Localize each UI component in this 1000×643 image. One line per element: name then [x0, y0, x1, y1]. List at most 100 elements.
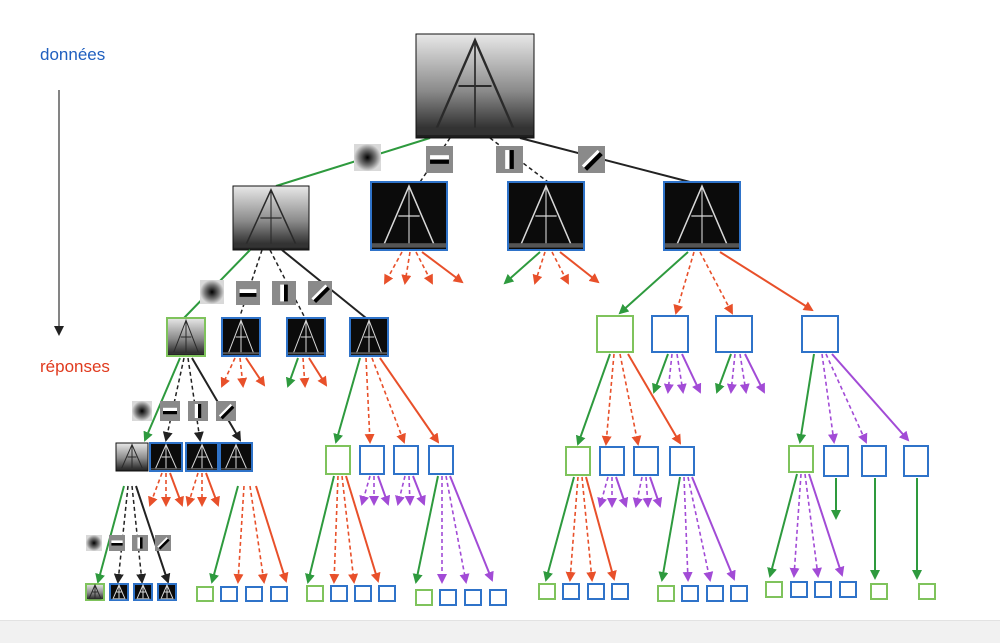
node-lowpass-box: [566, 447, 590, 475]
tree-edge: [720, 252, 812, 310]
node-highpass-box: [670, 447, 694, 475]
leaf-lowpass-box: [919, 584, 935, 599]
leaf-highpass-box: [815, 582, 831, 597]
tree-edge: [546, 477, 574, 580]
tree-edge: [731, 354, 735, 392]
tree-edge: [770, 474, 797, 576]
node-highpass-box: [802, 316, 838, 352]
tree-edge: [192, 358, 240, 440]
tree-edge: [385, 252, 402, 283]
node-highpass-box: [904, 446, 928, 476]
tree-edge: [308, 476, 334, 582]
vertical-bar-filter-icon: [188, 401, 208, 421]
tree-edge: [654, 354, 668, 392]
node-highpass-box: [600, 447, 624, 475]
tree-edge: [405, 252, 410, 283]
blur-dot-filter-icon: [354, 144, 381, 171]
tree-edge: [222, 358, 235, 386]
leaf-highpass-box: [791, 582, 807, 597]
eiffel-tower-photo-icon: [233, 186, 309, 250]
leaf-highpass-box: [331, 586, 347, 601]
tree-edge: [745, 354, 764, 392]
eiffel-tower-photo-icon: [287, 318, 325, 356]
horizontal-bar-filter-icon: [109, 535, 125, 551]
leaf-lowpass-box: [658, 586, 674, 601]
tree-edge: [422, 252, 462, 282]
leaf-highpass-box: [563, 584, 579, 599]
tree-edge: [662, 477, 680, 580]
tree-edge: [342, 476, 354, 582]
node-lowpass-box: [326, 446, 350, 474]
horizontal-bar-filter-icon: [426, 146, 453, 173]
tree-edge-lowpass: [98, 486, 124, 582]
eiffel-tower-photo-icon: [86, 584, 104, 600]
tree-edge: [505, 252, 540, 283]
tree-edge: [288, 358, 298, 386]
tree-edge: [570, 477, 578, 580]
tree-edge: [240, 358, 243, 386]
diagonal-bar-filter-icon: [216, 401, 236, 421]
vertical-bar-filter-icon: [496, 146, 523, 173]
eiffel-tower-photo-icon: [134, 584, 152, 600]
tree-edge: [677, 354, 683, 392]
leaf-lowpass-box: [416, 590, 432, 605]
leaf-highpass-box: [840, 582, 856, 597]
tree-edge: [646, 477, 648, 506]
tree-edge: [206, 473, 218, 505]
tree-edge: [409, 476, 410, 504]
horizontal-bar-filter-icon: [236, 281, 260, 305]
eiffel-tower-photo-icon: [167, 318, 205, 356]
eiffel-tower-photo-icon: [222, 318, 260, 356]
leaf-lowpass-box: [871, 584, 887, 599]
tree-edge: [362, 476, 370, 504]
tree-edge: [150, 473, 162, 505]
tree-edge: [256, 486, 286, 581]
tree-edge: [188, 473, 198, 505]
leaf-highpass-box: [612, 584, 628, 599]
tree-edge: [616, 477, 626, 506]
tree-edge: [303, 358, 305, 386]
leaf-highpass-box: [682, 586, 698, 601]
node-highpass-box: [429, 446, 453, 474]
node-lowpass-box: [597, 316, 633, 352]
node-highpass-box: [360, 446, 384, 474]
leaf-lowpass-box: [766, 582, 782, 597]
tree-edge: [535, 252, 545, 283]
diagonal-bar-filter-icon: [578, 146, 605, 173]
leaf-highpass-box: [246, 587, 262, 601]
tree-edge: [636, 477, 642, 506]
tree-edge: [238, 486, 244, 582]
tree-edge: [246, 358, 264, 385]
eiffel-tower-photo-icon: [186, 443, 218, 471]
blur-dot-filter-icon: [132, 401, 152, 421]
tree-edge: [682, 354, 700, 392]
leaf-highpass-box: [379, 586, 395, 601]
tree-edge: [832, 354, 908, 440]
leaf-highpass-box: [588, 584, 604, 599]
tree-edge: [668, 354, 672, 392]
tree-edge: [809, 474, 842, 575]
leaf-lowpass-box: [197, 587, 213, 601]
node-highpass-box: [394, 446, 418, 474]
blur-dot-filter-icon: [200, 280, 224, 304]
leaf-highpass-box: [221, 587, 237, 601]
tree-edge: [800, 354, 814, 442]
node-highpass-box: [824, 446, 848, 476]
eiffel-tower-photo-icon: [350, 318, 388, 356]
tree-edge: [740, 354, 746, 392]
tree-edge-lowpass: [276, 138, 430, 186]
tree-edge: [684, 477, 688, 580]
leaf-highpass-box: [355, 586, 371, 601]
tree-edge: [606, 354, 614, 444]
eiffel-tower-photo-icon: [116, 443, 148, 471]
eiffel-tower-photo-icon: [371, 182, 447, 250]
tree-edge: [578, 354, 610, 444]
leaf-highpass-box: [465, 590, 481, 605]
tree-edge: [366, 358, 370, 442]
vertical-bar-filter-icon: [132, 535, 148, 551]
leaf-highpass-box: [731, 586, 747, 601]
tree-edge: [600, 477, 608, 506]
tree-edge: [700, 252, 732, 313]
leaf-lowpass-box: [539, 584, 555, 599]
